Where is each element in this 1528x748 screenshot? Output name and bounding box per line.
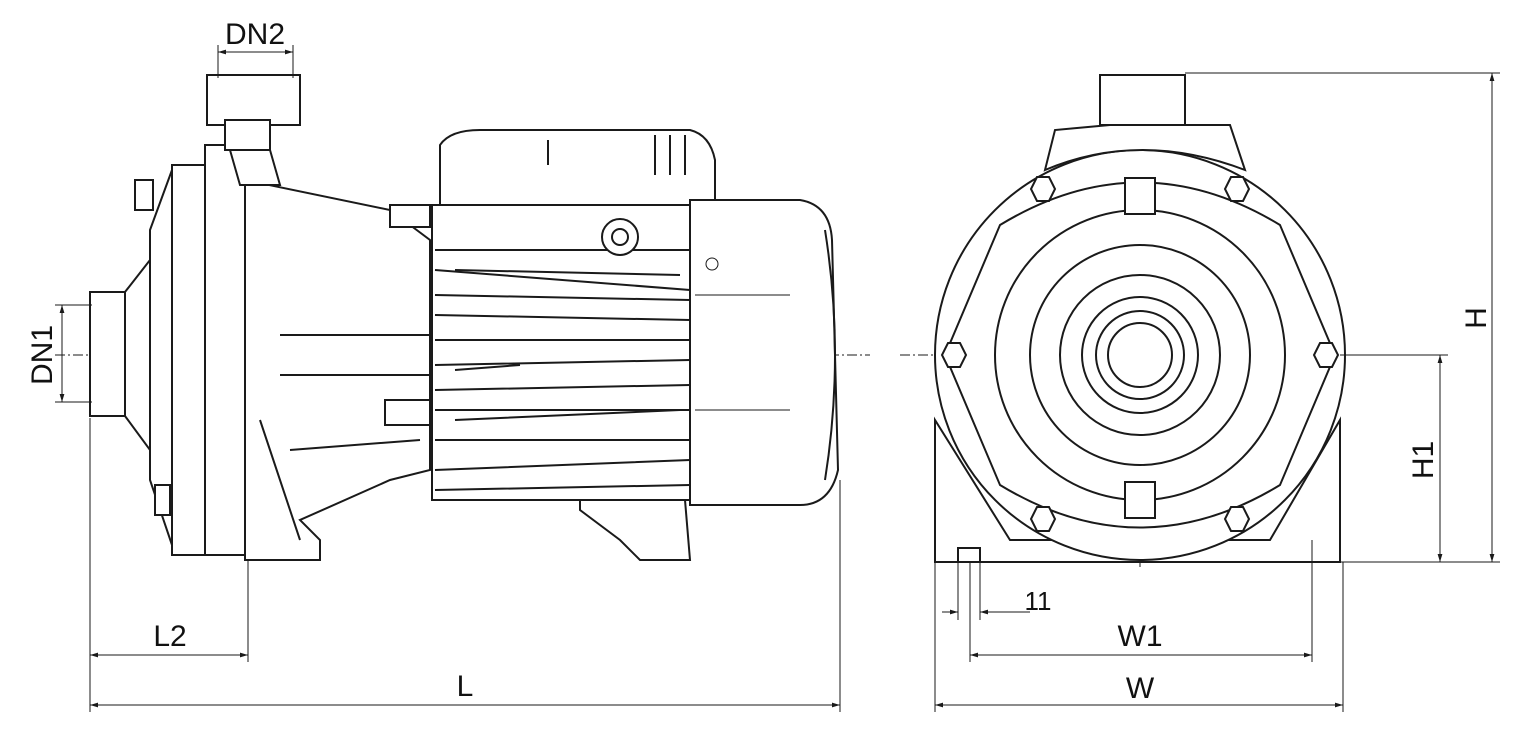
front-view: H H1 11 W1 W (900, 72, 1500, 712)
bolts (940, 176, 1340, 532)
h1-label: H1 (1407, 441, 1440, 479)
dn1-label: DN1 (26, 325, 59, 385)
l2-label: L2 (153, 620, 186, 653)
outlet-nozzle (206, 74, 301, 186)
w-label: W (1126, 672, 1155, 705)
motor-body (384, 129, 840, 561)
w1-label: W1 (1118, 620, 1163, 653)
l-label: L (457, 670, 474, 703)
inlet-nozzle (89, 169, 173, 546)
side-view: DN2 DN1 L2 L (26, 18, 870, 712)
h-label: H (1460, 307, 1493, 329)
pump-volute (134, 144, 431, 561)
dn2-label: DN2 (225, 18, 285, 51)
outlet-flange (1099, 74, 1186, 126)
hole-size-label: 11 (1025, 586, 1052, 616)
